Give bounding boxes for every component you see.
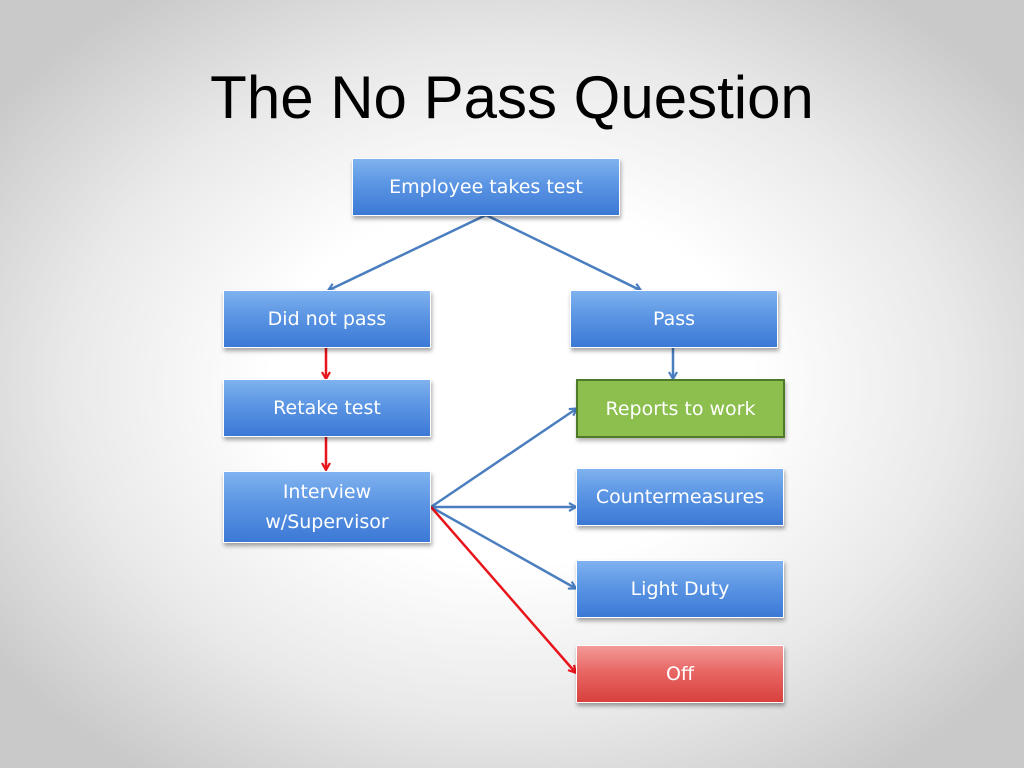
node-reports-to-work: Reports to work bbox=[576, 379, 785, 438]
node-retake-test: Retake test bbox=[223, 379, 431, 437]
node-employee-takes-test-label: Employee takes test bbox=[389, 176, 583, 198]
node-reports-to-work-label: Reports to work bbox=[605, 397, 756, 420]
edge-employee-to-did-not-pass bbox=[329, 213, 487, 290]
node-did-not-pass: Did not pass bbox=[223, 290, 431, 348]
edge-interview-to-reports bbox=[430, 409, 576, 509]
node-interview-line2: w/Supervisor bbox=[265, 511, 389, 533]
node-off-label: Off bbox=[665, 663, 695, 685]
node-retake-test-label: Retake test bbox=[273, 397, 381, 419]
node-interview-supervisor: Interview w/Supervisor bbox=[223, 471, 431, 543]
node-light-duty: Light Duty bbox=[576, 560, 784, 618]
slide-title: The No Pass Question bbox=[210, 64, 814, 131]
node-did-not-pass-label: Did not pass bbox=[267, 308, 387, 330]
edge-interview-to-light-duty bbox=[430, 505, 575, 588]
node-off: Off bbox=[576, 645, 784, 703]
node-employee-takes-test: Employee takes test bbox=[352, 158, 620, 216]
node-light-duty-label: Light Duty bbox=[630, 578, 730, 600]
node-countermeasures-label: Countermeasures bbox=[595, 486, 765, 508]
node-interview-line1: Interview bbox=[282, 481, 372, 503]
edge-employee-to-pass bbox=[485, 213, 640, 290]
node-pass: Pass bbox=[570, 290, 778, 348]
node-pass-label: Pass bbox=[652, 308, 696, 330]
node-countermeasures: Countermeasures bbox=[576, 468, 784, 526]
edge-interview-to-off bbox=[430, 506, 575, 672]
